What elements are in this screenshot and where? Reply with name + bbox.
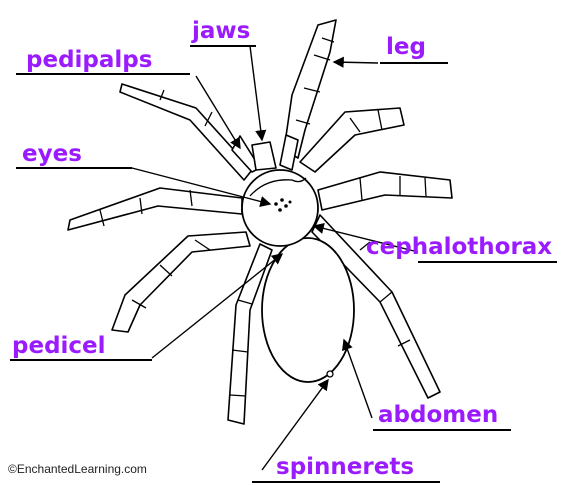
leg-left-2 <box>68 188 242 230</box>
label-spinnerets: spinnerets <box>276 456 414 479</box>
leg-left-3 <box>112 232 250 332</box>
leg-right-3 <box>318 172 452 210</box>
cephalothorax-shape <box>242 170 318 246</box>
copyright-credit: ©EnchantedLearning.com <box>8 462 147 476</box>
label-cephalothorax: cephalothorax <box>366 236 552 259</box>
spinnerets-shape <box>327 371 333 377</box>
jaws-pointer <box>250 46 262 140</box>
label-leg: leg <box>386 36 426 59</box>
jaws-shape <box>252 142 276 170</box>
label-eyes: eyes <box>22 143 82 166</box>
leg-right-2 <box>300 108 404 172</box>
leg-pointer <box>334 62 378 63</box>
label-jaws: jaws <box>192 20 250 43</box>
leg-left-1 <box>120 84 252 180</box>
label-pedipalps: pedipalps <box>26 49 152 72</box>
abdomen-pointer <box>344 340 372 418</box>
pedipalp-right <box>280 135 298 170</box>
label-pedicel: pedicel <box>12 335 106 358</box>
label-abdomen: abdomen <box>378 404 498 427</box>
